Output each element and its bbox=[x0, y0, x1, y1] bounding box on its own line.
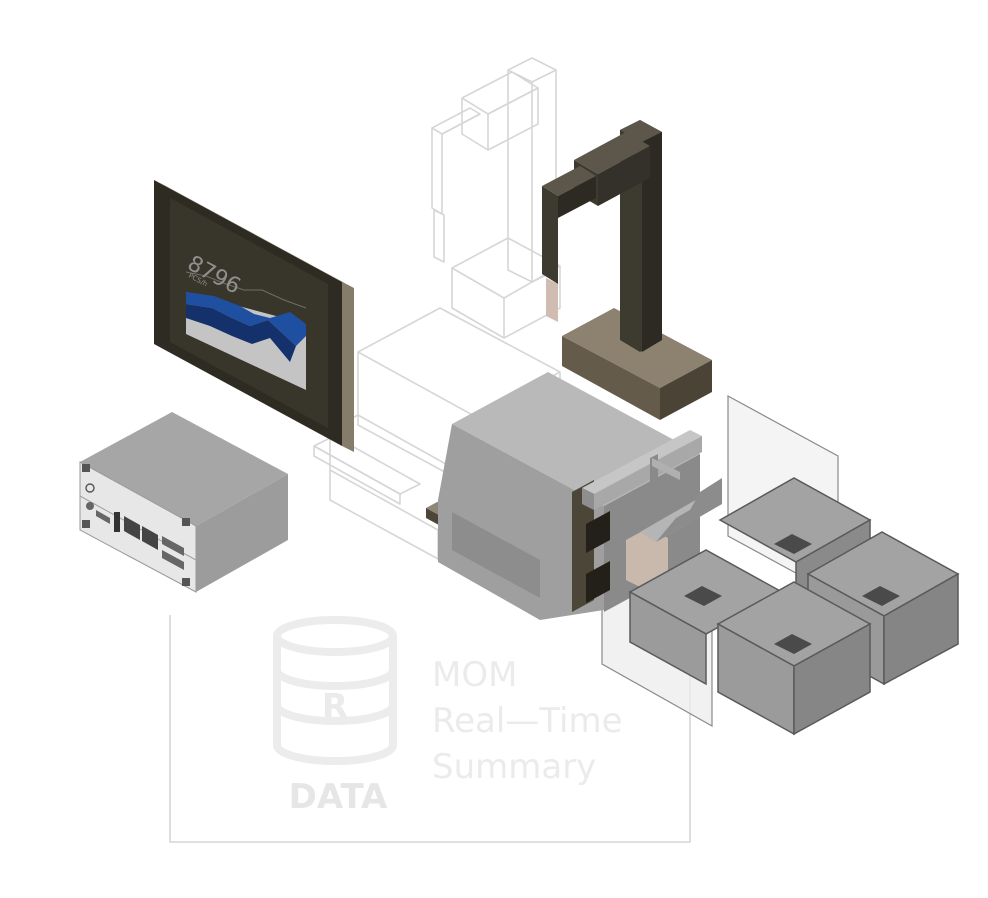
monitor-top-edge bbox=[154, 180, 354, 288]
watermark-line-1: MOM bbox=[432, 655, 517, 695]
pc-top bbox=[80, 412, 288, 526]
box-opening-icon bbox=[774, 534, 812, 554]
power-button-icon bbox=[85, 483, 95, 493]
processing-machine bbox=[426, 372, 722, 620]
serial-port-icon bbox=[162, 536, 184, 556]
serial-port-icon bbox=[162, 550, 184, 570]
logo-letter: R bbox=[322, 687, 348, 727]
audio-port-icon bbox=[86, 502, 94, 510]
machine-opening bbox=[452, 512, 540, 598]
logo-label: DATA bbox=[289, 777, 388, 817]
bracket bbox=[82, 464, 90, 472]
bracket bbox=[182, 578, 190, 586]
chart-blue-area bbox=[186, 292, 306, 346]
robot-upper-arm-top bbox=[574, 132, 650, 174]
gantry-beam bbox=[582, 430, 702, 494]
machine-front bbox=[438, 424, 604, 620]
bracket bbox=[82, 520, 90, 528]
storage-boxes bbox=[628, 477, 960, 736]
data-watermark: R DATA MOM Real—Time Summary bbox=[169, 615, 691, 843]
box-opening-icon bbox=[684, 586, 722, 606]
monitor-side-edge bbox=[342, 282, 354, 452]
ethernet-port-icon bbox=[124, 516, 140, 540]
box-opening-icon bbox=[862, 586, 900, 606]
connector-line bbox=[169, 615, 691, 843]
robot-base-side bbox=[660, 360, 712, 420]
robot-base-front bbox=[562, 336, 660, 420]
database-r-icon bbox=[273, 616, 397, 765]
gantry-gripper bbox=[626, 528, 668, 590]
watermark-line-2: Real—Time bbox=[432, 701, 623, 741]
pc-side bbox=[196, 474, 288, 592]
usb-port-icon bbox=[96, 510, 110, 524]
robot-elbow bbox=[542, 166, 596, 196]
industrial-pc bbox=[79, 412, 288, 593]
hdmi-port-icon bbox=[114, 512, 120, 532]
box-opening-icon bbox=[774, 634, 812, 654]
chart-trend-line bbox=[185, 271, 307, 309]
ethernet-port-icon bbox=[142, 526, 158, 550]
storage-box bbox=[716, 581, 872, 736]
robot-tool bbox=[546, 278, 558, 322]
robot-arm bbox=[542, 120, 712, 420]
dashboard-monitor: 8796 PCS/h bbox=[154, 180, 354, 452]
chart-navy-area bbox=[186, 304, 296, 362]
bracket bbox=[182, 518, 190, 526]
watermark-line-3: Summary bbox=[432, 747, 596, 787]
